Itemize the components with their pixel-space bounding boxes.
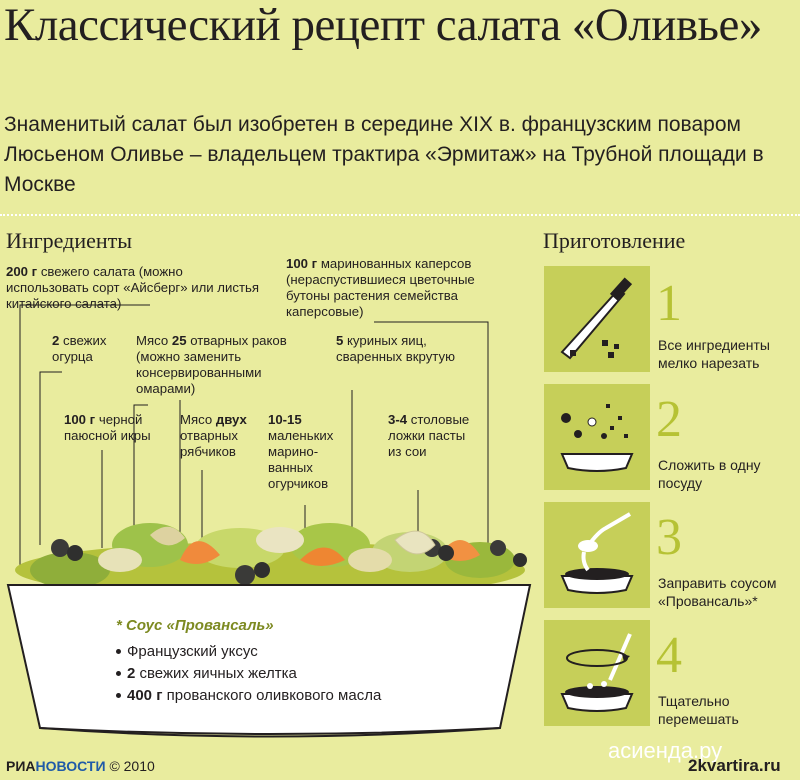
step-2-text: Сложить в одну посуду: [658, 457, 761, 491]
ingredient-gherkins: 10-15 маленьких марино- ванных огурчиков: [268, 412, 334, 491]
watermark: асиенда.ру: [608, 738, 723, 763]
ingredient-crayfish: Мясо 25 отварных раков (можно заменить к…: [136, 333, 287, 396]
ingredient-caviar: 100 г черной паюсной икры: [64, 412, 151, 443]
step-2-number: 2: [656, 391, 682, 448]
ingredient-soy-paste: 3-4 столовые ложки пасты из сои: [388, 412, 470, 459]
preparation-heading: Приготовление: [543, 228, 686, 253]
step-4-image: [544, 620, 650, 726]
bowl-falling-icon: [560, 404, 634, 472]
step-1-image: [544, 266, 650, 372]
knife-icon: [560, 277, 633, 360]
step-4-text: Тщательно перемешать: [658, 693, 739, 727]
step-1-text: Все ингредиенты мелко нарезать: [658, 337, 770, 371]
footer-credit: РИАНОВОСТИ © 2010: [6, 758, 155, 774]
step-3-number: 3: [656, 509, 682, 566]
watermark-site: 2kvartira.ru: [688, 756, 781, 775]
sauce-title: * Соус «Провансаль»: [116, 617, 274, 634]
page-subtitle: Знаменитый салат был изобретен в середин…: [4, 113, 764, 196]
step-1-number: 1: [656, 275, 682, 332]
spoon-sauce-icon: [560, 512, 634, 594]
novosti-logo-part: НОВОСТИ: [35, 758, 106, 774]
step-4-number: 4: [656, 627, 682, 684]
copyright: © 2010: [109, 758, 155, 774]
ria-logo-part: РИА: [6, 758, 36, 774]
step-3-text: Заправить соусом «Провансаль»*: [658, 575, 777, 609]
page-title: Классический рецепт салата «Оливье»: [4, 0, 762, 51]
dotted-divider: [0, 214, 800, 216]
ingredients-heading: Ингредиенты: [6, 228, 133, 253]
ingredient-lettuce: 200 г свежего салата (можно использовать…: [6, 264, 260, 311]
ingredient-capers: 100 г маринованных каперсов (нераспустив…: [286, 256, 475, 319]
sauce-item: Французский уксус: [116, 643, 258, 660]
ingredient-cucumbers: 2 свежих огурца: [52, 333, 107, 364]
step-3-image: [544, 502, 650, 608]
stir-bowl-icon: [560, 633, 634, 712]
sauce-item: 2 свежих яичных желтка: [116, 665, 297, 682]
ingredient-eggs: 5 куриных яиц, сваренных вкрутую: [336, 333, 455, 364]
step-2-image: [544, 384, 650, 490]
ingredient-grouse: Мясо двух отварных рябчиков: [180, 412, 247, 459]
sauce-item: 400 г прованского оливкового масла: [116, 687, 381, 704]
